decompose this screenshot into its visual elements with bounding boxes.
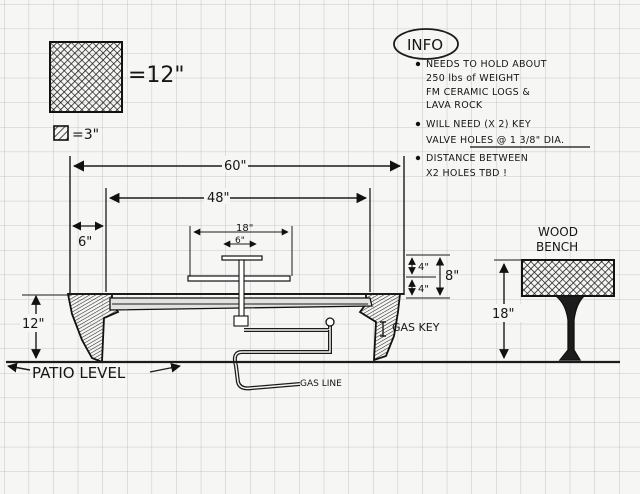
svg-text:X2 HOLES TBD !: X2 HOLES TBD ! <box>426 168 507 179</box>
dim-6-label: 6" <box>78 235 92 250</box>
burner-assembly <box>187 255 291 327</box>
info-title: INFO <box>407 36 443 54</box>
svg-text:GAS KEY: GAS KEY <box>392 321 440 334</box>
svg-text:VALVE HOLES @ 1 3/8" DIA.: VALVE HOLES @ 1 3/8" DIA. <box>426 135 564 146</box>
svg-text:NEEDS TO HOLD ABOUT: NEEDS TO HOLD ABOUT <box>426 59 547 70</box>
fire-pit-bowl <box>66 293 404 364</box>
bench-label-line1: WOOD <box>538 225 578 239</box>
gas-line-label: GAS LINE <box>300 379 342 389</box>
dim-upper-4-label: 4" <box>418 262 429 273</box>
patio-level-label: PATIO LEVEL <box>32 364 126 382</box>
dim-18-label: 18" <box>236 223 253 234</box>
gas-piping <box>232 317 335 391</box>
dim-lower-4-label: 4" <box>418 284 429 295</box>
gas-key-valve: GAS KEY <box>380 321 440 337</box>
svg-text:FM CERAMIC LOGS &: FM CERAMIC LOGS & <box>426 87 530 98</box>
legend-large-square <box>49 41 123 113</box>
info-title-circle <box>393 28 459 60</box>
legend-large-label: =12" <box>128 63 185 88</box>
legend-small-square <box>53 125 69 141</box>
dim-12-label: 12" <box>22 317 45 332</box>
dim-48-label: 48" <box>207 191 230 206</box>
dim-60-label: 60" <box>224 159 247 174</box>
wood-bench <box>521 259 615 361</box>
svg-text:DISTANCE BETWEEN: DISTANCE BETWEEN <box>426 153 528 164</box>
info-bullet-3: DISTANCE BETWEEN X2 HOLES TBD ! <box>415 153 528 179</box>
dim-bench-18-label: 18" <box>492 307 515 322</box>
legend-small-label: =3" <box>72 127 99 143</box>
svg-text:LAVA ROCK: LAVA ROCK <box>426 100 483 111</box>
dim-burner-6-label: 6" <box>235 236 245 246</box>
svg-text:250 lbs of WEIGHT: 250 lbs of WEIGHT <box>426 73 520 84</box>
patio-level-arrow-left <box>7 362 31 373</box>
info-bullet-1: NEEDS TO HOLD ABOUT 250 lbs of WEIGHT FM… <box>415 59 547 111</box>
dim-8-label: 8" <box>445 269 459 284</box>
bench-label-line2: BENCH <box>536 240 578 254</box>
info-bullet-2: WILL NEED (X 2) KEY VALVE HOLES @ 1 3/8"… <box>415 119 590 148</box>
svg-text:WILL NEED (X 2) KEY: WILL NEED (X 2) KEY <box>426 119 531 130</box>
patio-level-arrow <box>149 362 181 373</box>
